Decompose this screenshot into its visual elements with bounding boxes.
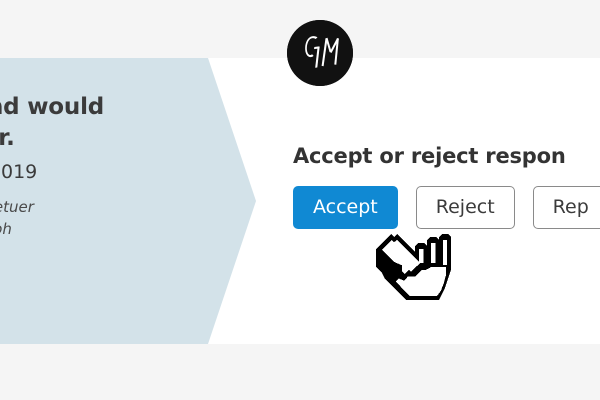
quote-panel: ...d and would ...offer. ...uary 2019 “.… [0,58,256,344]
gm-monogram-logo-icon [287,20,353,86]
quote-body-text: “...onsectetuer ...mmy nibh ...olore” [0,198,34,239]
reply-button[interactable]: Rep [532,186,600,229]
content-card: ...d and would ...offer. ...uary 2019 “.… [0,58,600,344]
action-area: Accept or reject respon Accept Reject Re… [293,144,600,229]
reject-button[interactable]: Reject [415,186,515,229]
quote-panel-content: ...d and would ...offer. ...uary 2019 “.… [0,92,212,263]
quote-date: ...uary 2019 [0,160,38,183]
accept-button[interactable]: Accept [293,186,398,229]
button-row: Accept Reject Rep [293,186,600,229]
quote-headline: ...d and would ...offer. [0,94,105,152]
page-title: Accept or reject respon [293,144,566,168]
